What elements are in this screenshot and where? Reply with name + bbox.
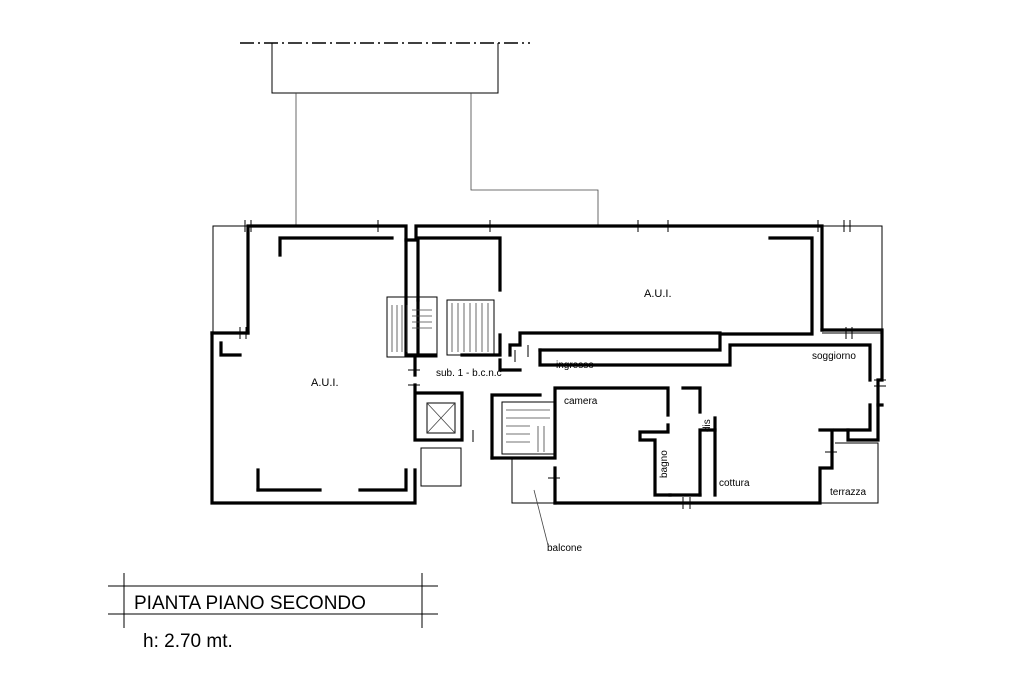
apartment-walls <box>490 343 872 505</box>
upper-block <box>271 43 599 225</box>
label-aui-right: A.U.I. <box>644 288 672 300</box>
label-bagno: bagno <box>659 450 670 478</box>
label-balcone: balcone <box>547 543 582 554</box>
balcony-outline <box>492 457 555 546</box>
right-unit-walls <box>416 236 814 357</box>
label-ingresso: ingresso <box>556 360 594 371</box>
title-block: PIANTA PIANO SECONDO <box>108 573 438 628</box>
plan-title: PIANTA PIANO SECONDO <box>134 593 366 614</box>
window-marks <box>239 220 886 509</box>
left-unit-walls <box>219 236 464 492</box>
stair-center <box>446 299 495 356</box>
label-aui-left: A.U.I. <box>311 377 339 389</box>
label-dis: dis <box>702 419 713 432</box>
building-outer-walls <box>210 224 884 505</box>
label-camera: camera <box>564 396 598 407</box>
label-sub: sub. 1 - b.c.n.c <box>436 368 502 379</box>
ceiling-height: h: 2.70 mt. <box>143 631 233 652</box>
label-soggiorno: soggiorno <box>812 351 856 362</box>
label-terrazza: terrazza <box>830 487 867 498</box>
elevator-shaft <box>420 402 462 487</box>
stair-left <box>386 296 438 358</box>
label-cottura: cottura <box>719 478 750 489</box>
stair-apartment <box>501 401 555 455</box>
